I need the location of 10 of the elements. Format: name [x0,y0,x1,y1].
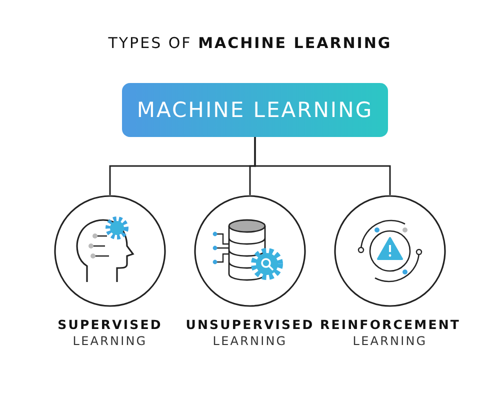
title-box [122,83,388,137]
category-heading: SUPERVISED [56,317,164,332]
category-subheading: LEARNING [72,334,148,348]
category-heading: REINFORCEMENT [320,317,460,332]
category-subheading: LEARNING [352,334,428,348]
title: TYPES OF MACHINE LEARNING [107,34,393,52]
box-label: MACHINE LEARNING [136,98,374,122]
category-heading: UNSUPERVISED [184,317,316,332]
connector-line [254,137,391,195]
category-subheading: LEARNING [212,334,288,348]
